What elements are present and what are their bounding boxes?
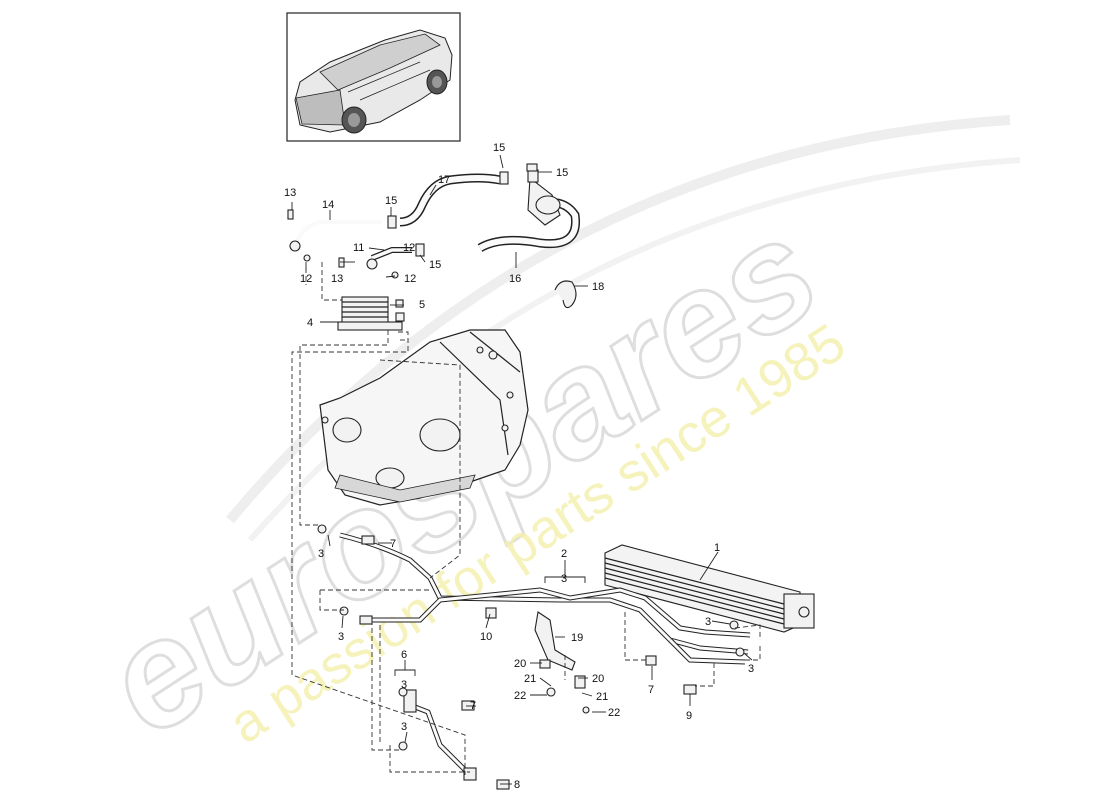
callout-3-left-top: 3 [318,548,324,560]
part-6-pipe [403,689,477,781]
callout-7-mid: 7 [470,700,476,712]
callout-21-right: 21 [596,691,608,703]
vehicle-thumbnail [286,12,461,142]
suv-icon [294,29,453,134]
callout-17: 17 [438,174,450,186]
callout-2: 2 [561,548,567,560]
part-11-pipe [366,247,412,270]
callout-5: 5 [419,299,425,311]
callout-3-pipes: 3 [561,573,567,585]
callout-22-left: 22 [514,690,526,702]
part-4-oil-cooler [337,296,405,331]
callout-15-d: 15 [429,259,441,271]
callout-1: 1 [714,542,720,554]
callout-4: 4 [307,317,313,329]
callout-3-pipe6-low: 3 [401,721,407,733]
callout-3-right-a: 3 [705,616,711,628]
transmission [319,329,529,506]
callout-labels: 1 2 3 3 3 3 3 3 3 4 5 6 7 7 7 8 9 10 11 … [284,142,754,791]
callout-13-top: 13 [284,187,296,199]
callout-15-b: 15 [493,142,505,154]
part-19-bracket [534,611,586,689]
part-16-hose [477,198,581,252]
callout-20-right: 20 [592,673,604,685]
callout-6: 6 [401,649,407,661]
callout-7-top: 7 [390,538,396,550]
callout-15-c: 15 [556,167,568,179]
part-18-clip [554,280,577,309]
callout-13-low: 13 [331,273,343,285]
assembly-lines [291,262,761,775]
callout-3-pipe6: 3 [401,679,407,691]
callout-7-right: 7 [648,684,654,696]
callout-10: 10 [480,631,492,643]
part-2-pipes [339,532,751,665]
leader-lines [291,154,753,785]
callout-12-left: 12 [300,273,312,285]
part-14-hose [289,219,382,252]
callout-14: 14 [322,199,334,211]
callout-18: 18 [592,281,604,293]
callout-11: 11 [353,242,364,254]
callout-12-right: 12 [404,273,416,285]
callout-3-right-b: 3 [748,663,754,675]
part-1-radiator [604,544,815,633]
part-thermostat-valve [527,169,561,226]
callout-9: 9 [686,710,692,722]
callout-19: 19 [571,632,583,644]
callout-20-left: 20 [514,658,526,670]
callout-8: 8 [514,779,520,791]
callout-12-mid: 12 [403,242,415,254]
callout-16: 16 [509,273,521,285]
callout-22-right: 22 [608,707,620,719]
callout-3-left-mid: 3 [338,631,344,643]
callout-21-left: 21 [524,673,536,685]
clamps [287,163,538,279]
fasteners [317,299,745,790]
callout-15-a: 15 [385,195,397,207]
